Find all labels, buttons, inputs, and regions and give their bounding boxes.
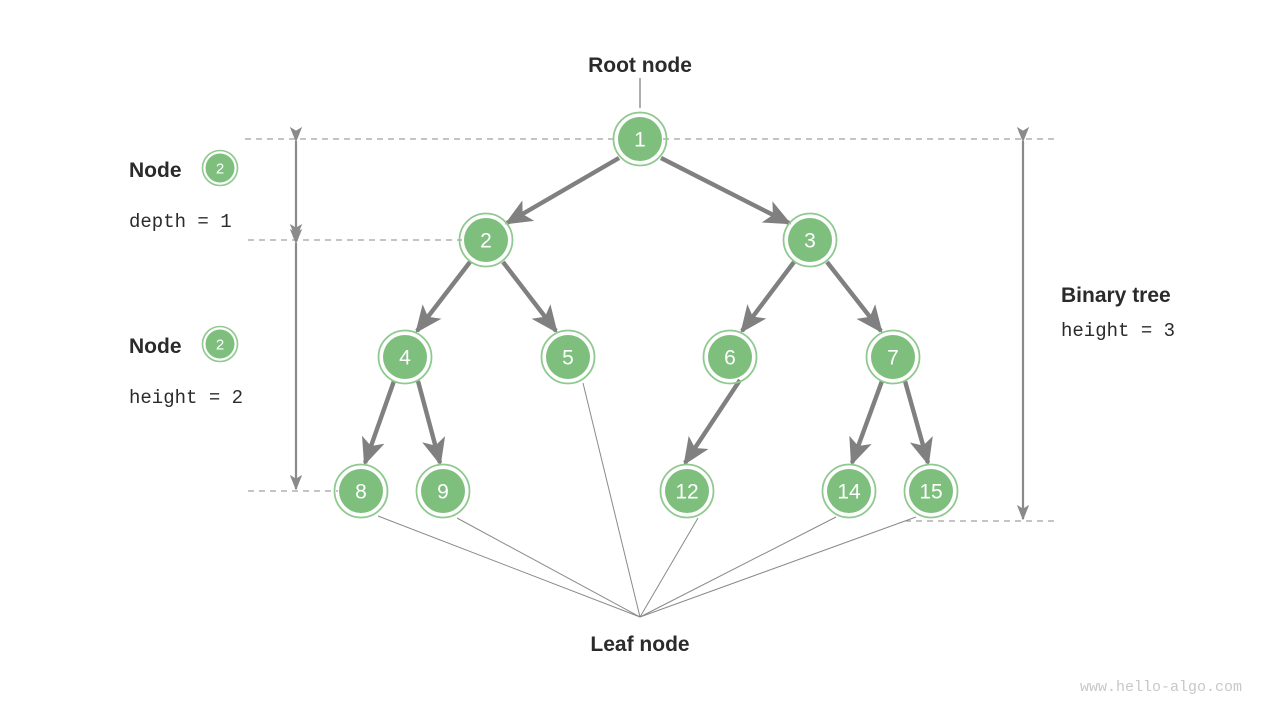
- tree-node-12-value: 12: [675, 481, 698, 504]
- edge-3-to-6: [740, 260, 796, 334]
- tree-node-15-value: 15: [919, 481, 942, 504]
- tree-node-5-value: 5: [562, 347, 574, 370]
- tree-node-7-value: 7: [887, 347, 899, 370]
- leaf-leader-14: [639, 516, 837, 618]
- leaf-node-leader-lines: [377, 382, 917, 618]
- leaf-leader-9: [456, 517, 641, 618]
- annotation-depth-metric: depth = 1: [129, 211, 232, 233]
- edge-4-to-8: [362, 380, 397, 466]
- tree-node-8[interactable]: 8: [333, 463, 389, 519]
- tree-node-4[interactable]: 4: [377, 329, 433, 385]
- tree-node-5[interactable]: 5: [540, 329, 596, 385]
- guide-lines: [245, 138, 1055, 522]
- tree-edges: [362, 156, 933, 466]
- tree-node-1-value: 1: [634, 129, 646, 152]
- tree-node-7[interactable]: 7: [865, 329, 921, 385]
- annotation-depth-badge-value: 2: [216, 161, 224, 178]
- tree-node-2-value: 2: [480, 230, 492, 253]
- tree-node-15[interactable]: 15: [903, 463, 959, 519]
- annotation-depth-label: Node: [129, 159, 182, 182]
- annotation-tree-height-metric: height = 3: [1061, 320, 1175, 342]
- leaf-leader-15: [639, 516, 917, 618]
- leaf-leader-12: [639, 517, 699, 618]
- annotation-node-height-label: Node: [129, 335, 182, 358]
- annotation-node-height: Node 2 height = 2: [129, 325, 243, 409]
- tree-node-2[interactable]: 2: [458, 212, 514, 268]
- tree-node-3[interactable]: 3: [782, 212, 838, 268]
- tree-node-9[interactable]: 9: [415, 463, 471, 519]
- tree-node-12[interactable]: 12: [659, 463, 715, 519]
- annotation-depth-badge: 2: [201, 149, 239, 187]
- annotation-node-height-metric: height = 2: [129, 387, 243, 409]
- edge-7-to-14: [849, 380, 885, 466]
- annotation-node-height-badge: 2: [201, 325, 239, 363]
- edge-2-to-4: [415, 260, 472, 334]
- leaf-node-label: Leaf node: [590, 633, 689, 656]
- tree-nodes: 1 2 3 4 5: [333, 111, 959, 519]
- tree-node-1[interactable]: 1: [612, 111, 668, 167]
- edge-4-to-9: [415, 380, 446, 466]
- tree-node-14-value: 14: [837, 481, 861, 504]
- edge-7-to-15: [902, 380, 933, 466]
- leaf-leader-5: [582, 382, 641, 618]
- tree-node-9-value: 9: [437, 481, 449, 504]
- annotation-node-height-badge-value: 2: [216, 337, 224, 354]
- edge-6-to-12: [683, 378, 742, 466]
- tree-node-3-value: 3: [804, 230, 816, 253]
- tree-node-6-value: 6: [724, 347, 736, 370]
- tree-node-6[interactable]: 6: [702, 329, 758, 385]
- edge-3-to-7: [825, 260, 883, 334]
- leaf-leader-8: [377, 515, 641, 618]
- edge-1-to-3: [660, 156, 792, 225]
- measure-arrows: [289, 126, 1030, 521]
- tree-node-14[interactable]: 14: [821, 463, 877, 519]
- annotation-tree-height: Binary tree height = 3: [1061, 284, 1175, 342]
- edge-1-to-2: [504, 156, 621, 225]
- annotation-tree-height-label: Binary tree: [1061, 284, 1171, 307]
- tree-node-8-value: 8: [355, 481, 367, 504]
- watermark: www.hello-algo.com: [1080, 679, 1242, 696]
- tree-node-4-value: 4: [399, 347, 411, 370]
- root-node-label: Root node: [588, 54, 692, 77]
- annotation-depth: Node 2 depth = 1: [129, 149, 239, 233]
- edge-2-to-5: [501, 260, 558, 334]
